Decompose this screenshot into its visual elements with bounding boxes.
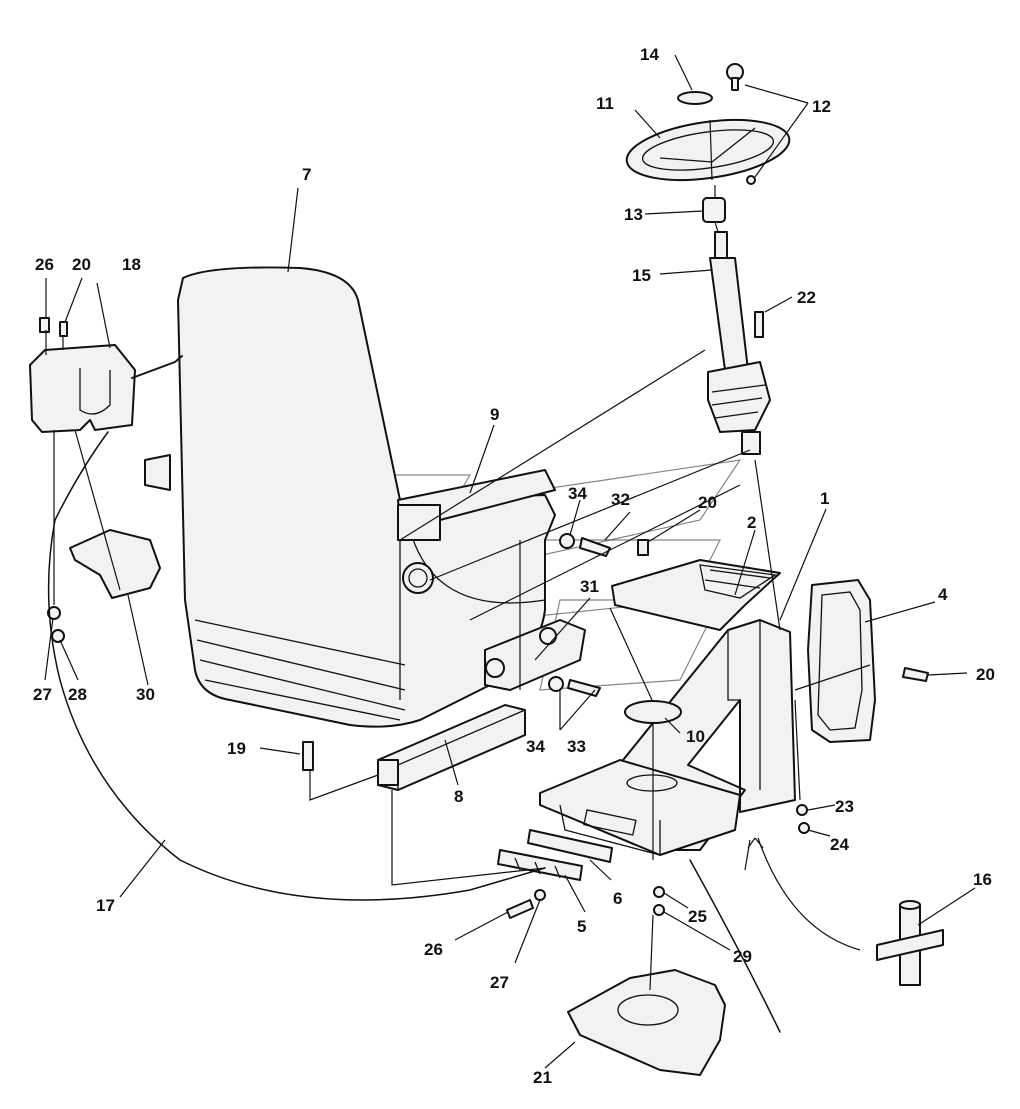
callout-1: 1 [820, 489, 829, 508]
side-cover [807, 579, 876, 743]
hub-nut [702, 197, 726, 223]
callout-leaders [44, 54, 976, 1069]
callout-16: 16 [973, 870, 992, 889]
pedal-plate [611, 559, 781, 631]
steering-wheel [625, 119, 791, 181]
knob [726, 63, 756, 185]
joystick-housing [29, 344, 183, 433]
callout-10: 10 [686, 727, 705, 746]
callout-17: 17 [96, 896, 115, 915]
callout-18: 18 [122, 255, 141, 274]
callout-6: 6 [613, 889, 622, 908]
callout-7: 7 [302, 165, 311, 184]
callout-33: 33 [567, 737, 586, 756]
callout-13: 13 [624, 205, 643, 224]
callout-19: 19 [227, 739, 246, 758]
control-cable [47, 431, 546, 901]
callout-32: 32 [611, 490, 630, 509]
base-bracket [539, 619, 796, 856]
callout-34-bottom: 34 [526, 737, 545, 756]
steering-column [707, 231, 771, 455]
callout-26-top: 26 [35, 255, 54, 274]
callout-20-right: 20 [976, 665, 995, 684]
callout-labels: 14 12 11 7 13 26 20 18 15 22 9 34 32 20 … [33, 45, 995, 1087]
callout-29: 29 [733, 947, 752, 966]
callout-5: 5 [577, 917, 586, 936]
callout-8: 8 [454, 787, 463, 806]
callout-4: 4 [938, 585, 948, 604]
callout-27-bottom: 27 [490, 973, 509, 992]
callout-20-mid: 20 [698, 493, 717, 512]
callout-30: 30 [136, 685, 155, 704]
horn-cap [677, 91, 713, 105]
cable-end [689, 859, 781, 1033]
callout-14: 14 [640, 45, 659, 64]
square-tube [377, 704, 526, 791]
callout-28: 28 [68, 685, 87, 704]
callout-24: 24 [830, 835, 849, 854]
callout-25: 25 [688, 907, 707, 926]
callout-12: 12 [812, 97, 831, 116]
callout-26-bottom: 26 [424, 940, 443, 959]
callout-31: 31 [580, 577, 599, 596]
callout-11: 11 [596, 94, 614, 113]
seat [144, 266, 586, 728]
callout-20-top: 20 [72, 255, 91, 274]
callout-22: 22 [797, 288, 816, 307]
callout-2: 2 [747, 513, 756, 532]
callout-21: 21 [533, 1068, 552, 1087]
clamp-strips [497, 829, 613, 881]
assembly-lines [45, 119, 871, 991]
floor-cover [567, 969, 726, 1076]
callout-9: 9 [490, 405, 499, 424]
callout-27-left: 27 [33, 685, 52, 704]
mounting-plate [69, 529, 161, 599]
callout-15: 15 [632, 266, 651, 285]
swivel-plate [624, 700, 682, 724]
callout-34-top: 34 [568, 484, 587, 503]
fasteners [39, 311, 929, 919]
callout-23: 23 [835, 797, 854, 816]
pedal-shaft [876, 900, 944, 986]
